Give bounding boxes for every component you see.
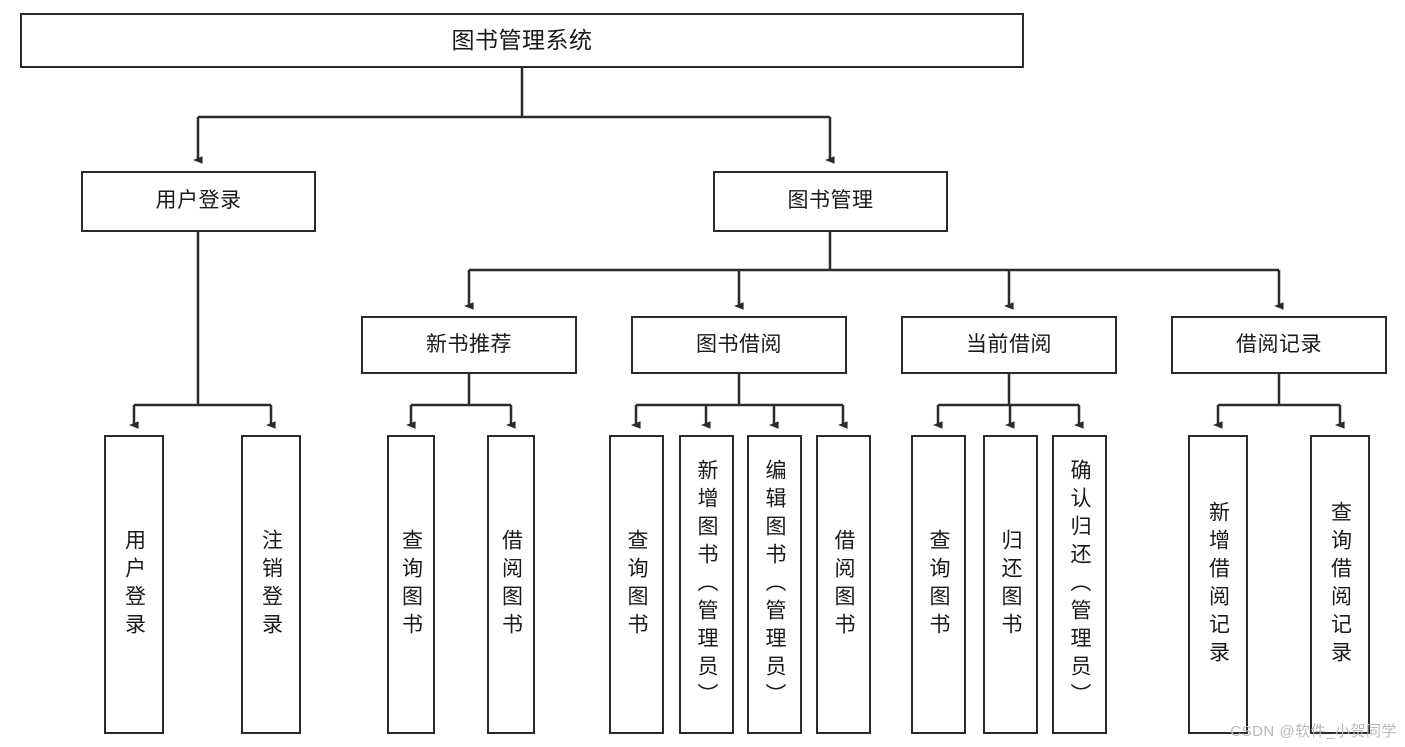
node-borrow-record-label: 借阅记录 bbox=[1236, 332, 1322, 356]
node-book-management[interactable]: 图书管理 bbox=[713, 171, 948, 232]
node-leaf-borrow-query-book[interactable]: 查询图书 bbox=[609, 435, 664, 734]
node-leaf-current-return-book-label: 归还图书 bbox=[999, 528, 1022, 641]
node-leaf-record-add-record[interactable]: 新增借阅记录 bbox=[1188, 435, 1248, 734]
node-leaf-borrow-borrow-book-label: 借阅图书 bbox=[832, 528, 855, 641]
node-current-borrow-label: 当前借阅 bbox=[966, 332, 1052, 356]
node-book-management-label: 图书管理 bbox=[787, 189, 874, 213]
watermark-text: CSDN @软件_小贺同学 bbox=[1230, 723, 1397, 740]
node-leaf-user-login-logout[interactable]: 注销登录 bbox=[241, 435, 301, 734]
node-leaf-current-confirm-return[interactable]: 确认归还（管理员） bbox=[1052, 435, 1107, 734]
node-user-login[interactable]: 用户登录 bbox=[81, 171, 316, 232]
node-leaf-borrow-query-book-label: 查询图书 bbox=[625, 528, 648, 641]
node-root-system[interactable]: 图书管理系统 bbox=[20, 13, 1024, 68]
node-leaf-current-query-book[interactable]: 查询图书 bbox=[911, 435, 966, 734]
node-book-borrow[interactable]: 图书借阅 bbox=[631, 316, 847, 374]
node-leaf-user-login-login-label: 用户登录 bbox=[122, 528, 146, 641]
node-leaf-record-add-record-label: 新增借阅记录 bbox=[1206, 500, 1230, 669]
node-user-login-label: 用户登录 bbox=[155, 189, 242, 213]
node-leaf-borrow-edit-book-label: 编辑图书（管理员） bbox=[763, 458, 786, 711]
node-leaf-borrow-add-book-label: 新增图书（管理员） bbox=[695, 458, 718, 711]
node-root-system-label: 图书管理系统 bbox=[451, 26, 593, 53]
node-leaf-recommend-query-book-label: 查询图书 bbox=[399, 528, 423, 641]
node-borrow-record[interactable]: 借阅记录 bbox=[1171, 316, 1387, 374]
node-leaf-borrow-add-book[interactable]: 新增图书（管理员） bbox=[679, 435, 734, 734]
node-leaf-current-query-book-label: 查询图书 bbox=[927, 528, 950, 641]
node-leaf-current-return-book[interactable]: 归还图书 bbox=[983, 435, 1038, 734]
node-leaf-current-confirm-return-label: 确认归还（管理员） bbox=[1068, 458, 1091, 711]
node-leaf-recommend-borrow-book[interactable]: 借阅图书 bbox=[487, 435, 535, 734]
node-leaf-recommend-query-book[interactable]: 查询图书 bbox=[387, 435, 435, 734]
node-leaf-recommend-borrow-book-label: 借阅图书 bbox=[499, 528, 523, 641]
node-leaf-record-query-record-label: 查询借阅记录 bbox=[1328, 500, 1352, 669]
node-new-book-recommend-label: 新书推荐 bbox=[426, 332, 512, 356]
node-leaf-borrow-edit-book[interactable]: 编辑图书（管理员） bbox=[747, 435, 802, 734]
node-new-book-recommend[interactable]: 新书推荐 bbox=[361, 316, 577, 374]
node-leaf-user-login-login[interactable]: 用户登录 bbox=[104, 435, 164, 734]
node-leaf-record-query-record[interactable]: 查询借阅记录 bbox=[1310, 435, 1370, 734]
node-current-borrow[interactable]: 当前借阅 bbox=[901, 316, 1117, 374]
node-book-borrow-label: 图书借阅 bbox=[696, 332, 782, 356]
node-leaf-user-login-logout-label: 注销登录 bbox=[259, 528, 283, 641]
node-leaf-borrow-borrow-book[interactable]: 借阅图书 bbox=[816, 435, 871, 734]
